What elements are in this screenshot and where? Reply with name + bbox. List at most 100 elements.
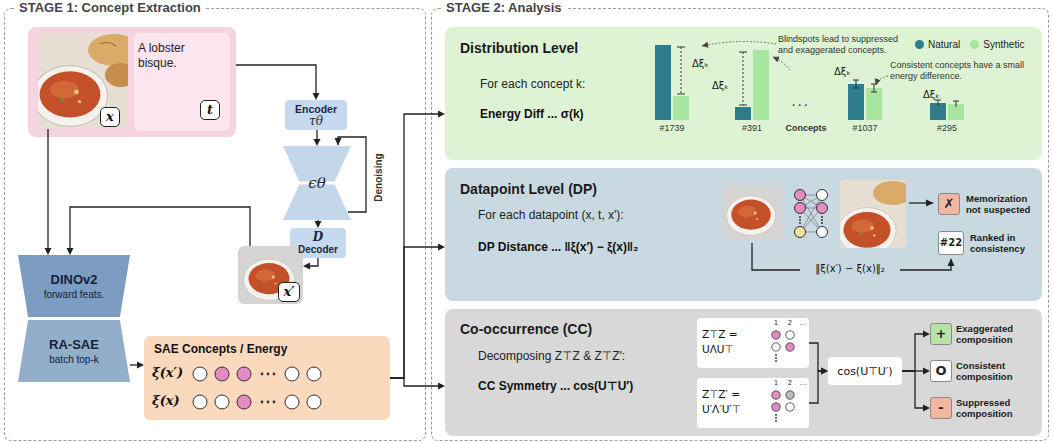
concept-circle [307,367,321,381]
index-label: … [797,379,809,387]
decoder-box: DDecoder [290,228,346,258]
node-text: SAE Concepts / Energy [154,342,287,356]
arrow-head [303,263,310,270]
network-links [800,195,822,232]
node-text: Energy Diff ... σ(k) [480,107,584,121]
arrow-head [821,368,828,375]
arrow-head [313,93,320,100]
node-text: t [200,100,220,120]
connector [902,331,930,372]
block-shape-fill [18,255,130,317]
node-text: τθ [309,115,323,128]
soup-bowl [38,66,108,127]
node-text: Decomposing Z⊤Z & Z⊤Z′: [478,349,625,363]
concept-circles [193,367,321,409]
concept-id: #1739 [652,123,692,133]
connector [902,371,930,412]
node-text: STAGE 2: Analysis [442,0,566,15]
annotation: Consistent concepts have a small energy … [890,60,1035,82]
connector-line [390,378,440,386]
node-text: Ranked in consistency [970,232,1038,254]
arrow-head [438,383,445,390]
formula-label: ‖ξ(x′) − ξ(x)‖₂ [800,263,900,274]
node-text: For each datapoint (x, t, x′): [478,208,624,222]
axis-label: Concepts [781,123,831,133]
concept-id: #391 [732,123,772,133]
ellipsis-dots [799,216,823,224]
delta-label: Δξₖ [712,80,729,91]
index-label: 1 [770,379,782,387]
annotation: Blindspots lead to suppressed and exagge… [778,34,900,56]
node-text: forward feats. [44,288,105,301]
arrow-head [923,368,930,375]
bread [88,34,128,66]
node-text: x [100,107,120,127]
denoising-loop [338,137,366,212]
connector [236,65,320,100]
concept-circle [237,367,251,381]
encoder-box: Encoderτθ [285,100,347,130]
concept-circle [193,367,207,381]
result-box: +Exaggerated composition [930,321,1043,347]
connector-line [390,247,440,378]
arrow-head [438,244,445,251]
connector [314,130,321,146]
node-text: Datapoint Level (DP) [460,181,597,197]
concept-circle [193,395,207,409]
node-text: + [930,323,952,345]
connector [303,258,318,270]
node-text: Memorization not suspected [966,193,1038,215]
arrow-head [821,368,828,375]
arrow-head [315,221,322,228]
concept-circle [285,367,299,381]
connector [130,362,144,369]
connector-line [902,334,925,371]
concept-id: #1037 [845,123,885,133]
connector-line [47,129,48,250]
concept-id: #295 [927,123,967,133]
connector [315,220,322,228]
node-text: batch top-k [49,353,98,366]
bar [848,84,864,120]
connector [390,378,445,390]
input-photo [840,180,906,248]
bar [735,107,751,120]
legend-swatch [915,40,924,49]
arrow-head [923,331,930,338]
ellipsis-dots [775,354,777,422]
node-text: Consistent composition [956,360,1040,382]
bar [866,88,882,120]
result-box: OConsistent composition [930,358,1043,384]
delta-label: Δξₖ [692,58,709,69]
connector [809,343,828,375]
node-text: Encoder [295,103,337,115]
cosine-box: cos(U⊤U′) [828,357,902,385]
legend-text: Synthetic [983,39,1024,50]
index-label: 2 [784,319,796,327]
delta-label: Δξₖ [834,66,851,77]
rotated-label: Denoising [373,150,384,206]
legend-swatch [970,40,979,49]
connector-line [70,207,250,250]
connector [809,368,828,404]
bread [105,63,128,87]
connector-line [236,65,316,95]
concept-circle [215,395,229,409]
result-box: ✗Memorization not suspected [938,192,1041,217]
node-text: #22 [938,231,964,255]
connector [45,129,52,255]
arrow-head [923,405,930,412]
connector-line [390,114,440,378]
node-text: - [930,397,952,419]
node-text: x′ [278,282,300,302]
connector-line [902,371,925,408]
result-arrow [909,202,933,203]
matrix-grid [772,331,794,411]
node-text: D [313,231,323,244]
node-text: For each concept k: [480,77,585,91]
index-label: 1 [770,319,782,327]
bread-crust [100,42,116,46]
node-text: ξ(x) [152,393,180,408]
legend: NaturalSynthetic [915,39,1024,50]
bar [753,50,769,120]
